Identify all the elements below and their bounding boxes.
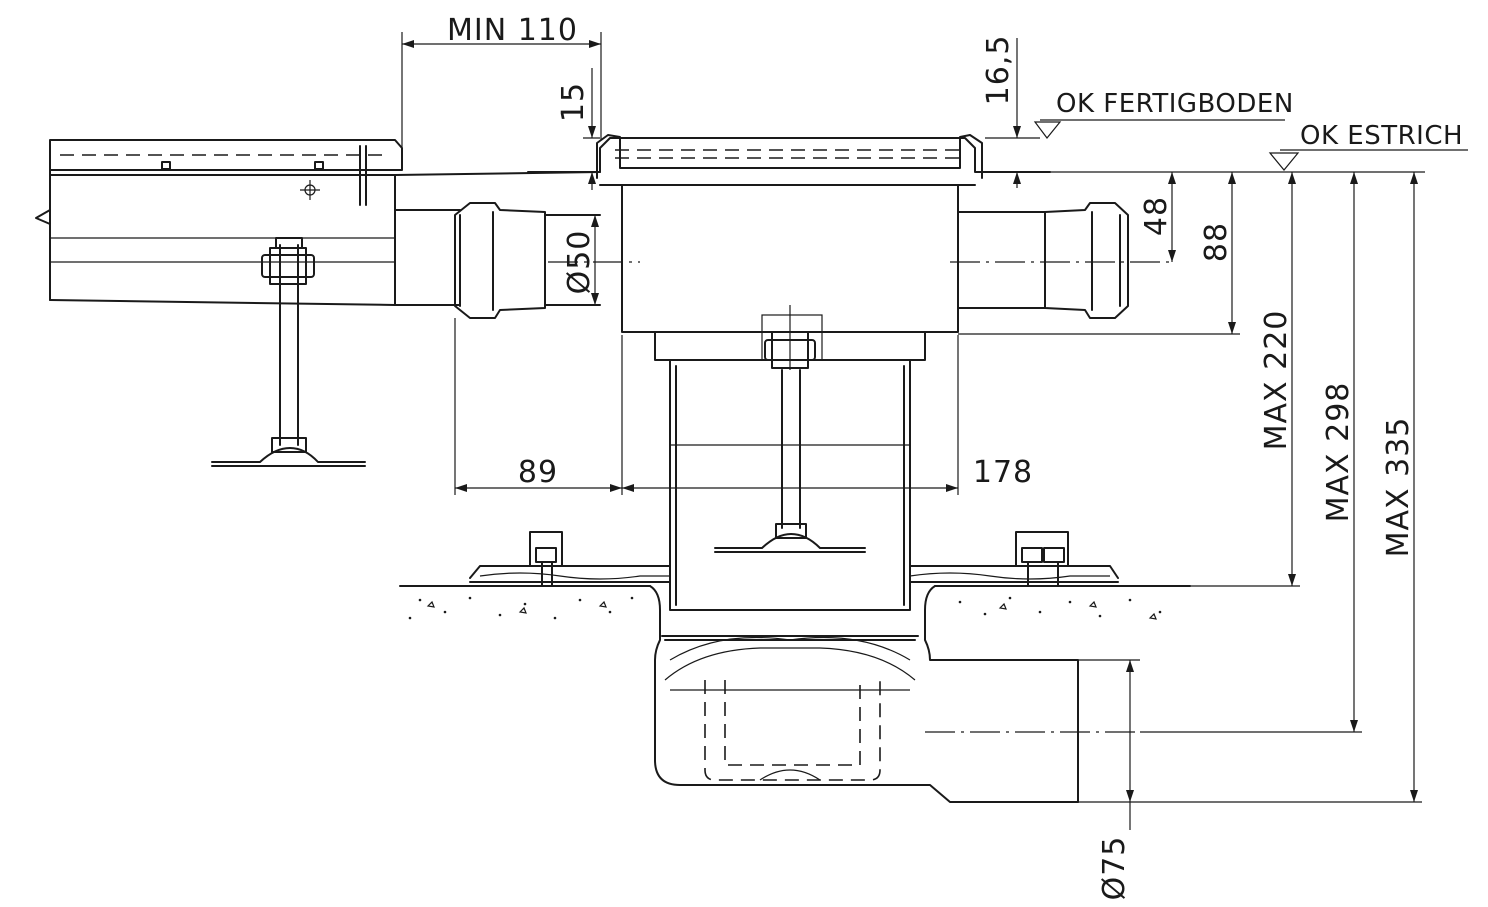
- center-foot-support: [714, 305, 866, 553]
- dim-178-label: 178: [973, 455, 1033, 490]
- right-socket: [957, 202, 1129, 319]
- dim-max-335-label: MAX 335: [1381, 417, 1416, 558]
- dim-88-label: 88: [1199, 222, 1234, 262]
- drain-body: [527, 134, 1170, 611]
- dim-dia-50-label: Ø50: [562, 230, 597, 295]
- screed-layer: [399, 585, 1191, 620]
- ok-estrich-label: OK ESTRICH: [1300, 121, 1463, 151]
- dim-dia-75-label: Ø75: [1097, 836, 1132, 901]
- dimension-labels: MIN 110 15 16,5 OK FERTIGBODEN OK ESTRIC…: [447, 13, 1463, 900]
- dim-15-label: 15: [556, 82, 591, 122]
- left-foot-support: [211, 237, 366, 467]
- ok-fertigboden-label: OK FERTIGBODEN: [1056, 89, 1294, 119]
- dimension-lines: [401, 32, 1468, 830]
- drain-pot: [649, 585, 1140, 803]
- left-socket: [454, 202, 601, 319]
- flange-assembly: [469, 531, 1119, 586]
- dim-48-label: 48: [1139, 196, 1174, 236]
- dim-max-220-label: MAX 220: [1259, 310, 1294, 451]
- channel-profile: [35, 139, 601, 306]
- dim-89-label: 89: [518, 455, 558, 490]
- dim-max-298-label: MAX 298: [1321, 382, 1356, 523]
- dim-min-110-label: MIN 110: [447, 13, 578, 48]
- dim-16-5-label: 16,5: [981, 35, 1016, 106]
